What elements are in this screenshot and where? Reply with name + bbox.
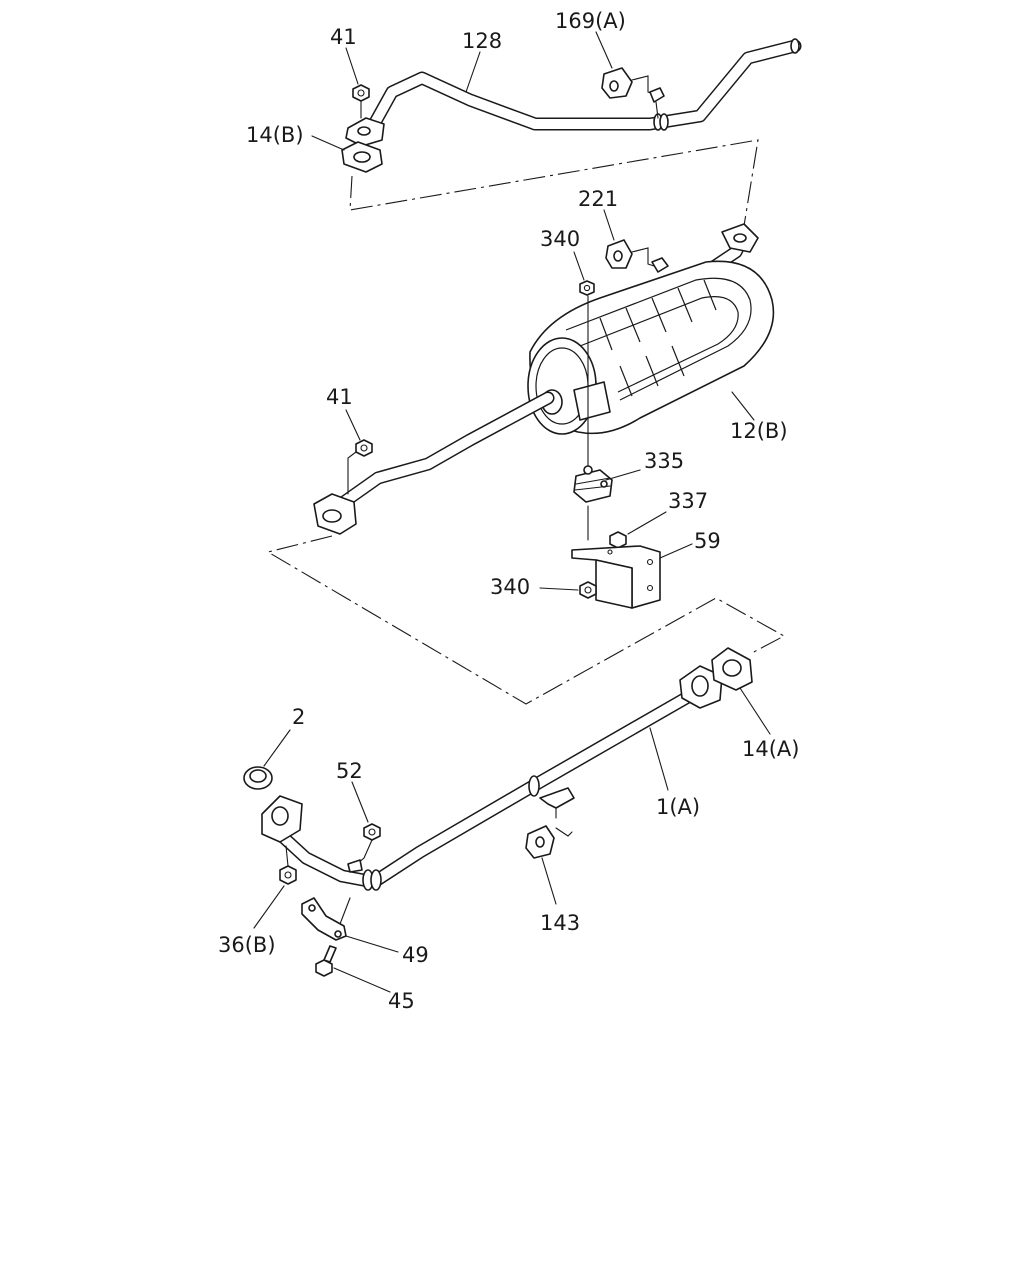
- callout-143: 143: [540, 911, 580, 935]
- callout-169a: 169(A): [555, 9, 626, 33]
- nut-36b: [279, 845, 297, 885]
- bolt-45: [315, 945, 337, 977]
- callout-41-mid: 41: [326, 385, 353, 409]
- callout-14a: 14(A): [742, 737, 799, 761]
- callout-45: 45: [388, 989, 415, 1013]
- hanger-rubber-143: [525, 825, 573, 859]
- nut-52: [347, 823, 381, 873]
- callout-41-top: 41: [330, 25, 357, 49]
- callout-14b: 14(B): [246, 123, 304, 147]
- alignment-lines-top: [349, 139, 759, 239]
- callout-128: 128: [462, 29, 502, 53]
- front-pipe-1a: [261, 665, 723, 891]
- callout-221: 221: [578, 187, 618, 211]
- callout-52: 52: [336, 759, 363, 783]
- tail-pipe-128: [345, 38, 802, 147]
- bracket-49: [301, 897, 351, 941]
- bracket-59: [571, 545, 661, 609]
- callout-labels: 41 128 169(A) 14(B) 221 340 41 12(B) 335…: [218, 9, 799, 1013]
- intermediate-pipe: [313, 391, 555, 535]
- rubber-mount-335: [573, 465, 613, 541]
- callout-335: 335: [644, 449, 684, 473]
- callout-49: 49: [402, 943, 429, 967]
- leader-lines: [253, 31, 771, 993]
- callout-1a: 1(A): [656, 795, 700, 819]
- gasket-ring-2: [243, 766, 273, 790]
- callout-337: 337: [668, 489, 708, 513]
- callout-36b: 36(B): [218, 933, 276, 957]
- gasket-14b: [341, 141, 383, 173]
- gasket-14a: [711, 647, 753, 691]
- hanger-rubber-169a: [601, 67, 665, 119]
- callout-12b: 12(B): [730, 419, 788, 443]
- muffler-12b: [527, 223, 775, 435]
- nut-340-top: [579, 280, 595, 471]
- alignment-lines-mid: [266, 535, 786, 705]
- callout-340-bottom: 340: [490, 575, 530, 599]
- nut-41-mid: [347, 439, 373, 495]
- callout-2: 2: [292, 705, 305, 729]
- nut-41-top: [352, 84, 370, 119]
- callout-340-top: 340: [540, 227, 580, 251]
- nut-340-bottom: [579, 581, 597, 599]
- callout-59: 59: [694, 529, 721, 553]
